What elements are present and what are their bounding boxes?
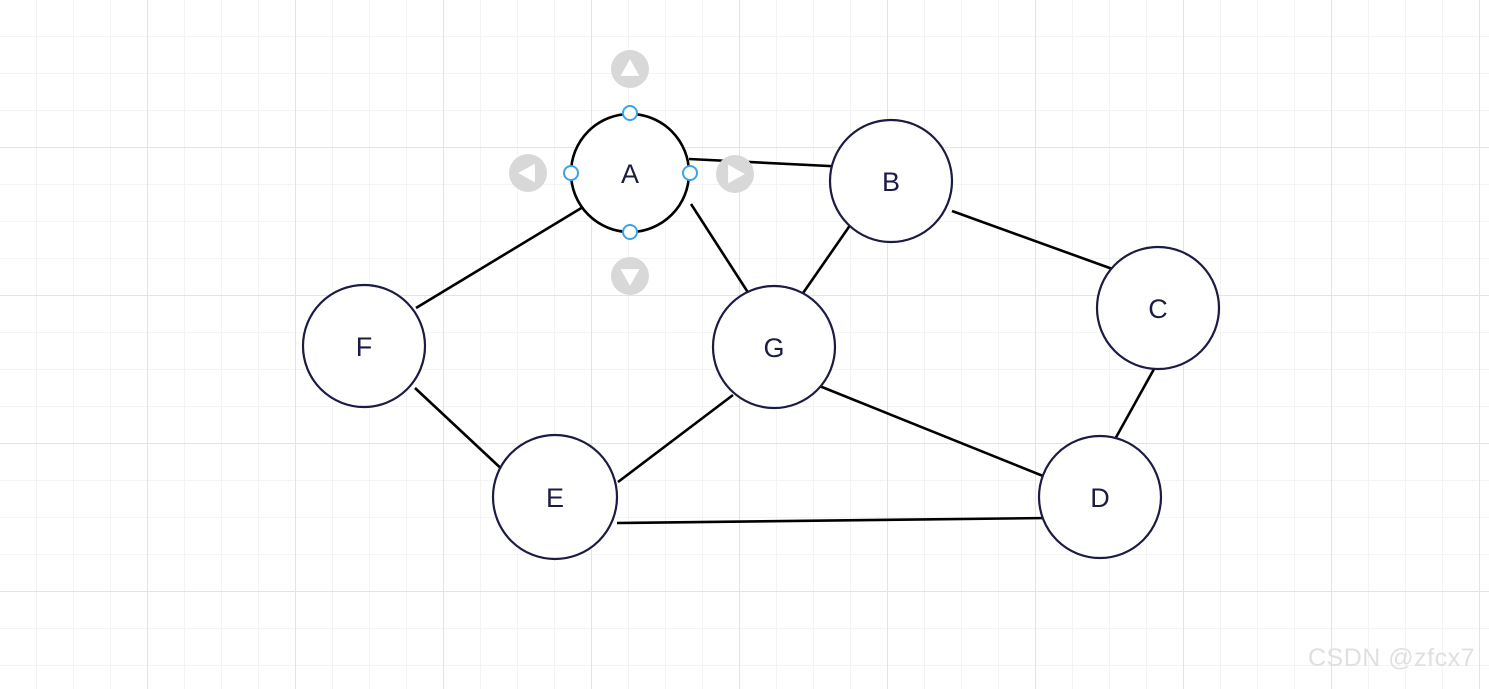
node-circle-f[interactable] (301, 283, 427, 409)
graph-node-c[interactable]: C (1095, 245, 1221, 371)
arrow-right-button[interactable] (716, 155, 754, 193)
graph-node-a[interactable]: A (569, 112, 691, 234)
handle-right[interactable] (682, 165, 698, 181)
node-label-a: A (621, 159, 639, 189)
handle-bottom[interactable] (622, 224, 638, 240)
triangle-left-icon (518, 163, 535, 183)
graph-edge-f-e[interactable] (414, 387, 508, 475)
graph-edge-a-g[interactable] (689, 203, 751, 295)
graph-edge-g-e[interactable] (617, 393, 734, 484)
graph-node-d[interactable]: D (1037, 434, 1163, 560)
selection-overlay[interactable] (509, 50, 754, 295)
node-label-b: B (882, 167, 900, 197)
graph-node-f[interactable]: F (301, 283, 427, 409)
node-label-c: C (1148, 294, 1168, 324)
arrow-up-button[interactable] (611, 50, 649, 88)
node-circle-g[interactable] (711, 284, 837, 410)
edges-layer (414, 157, 1156, 525)
node-label-e: E (546, 483, 564, 513)
triangle-right-icon (728, 164, 745, 184)
node-circle-d[interactable] (1037, 434, 1163, 560)
node-label-f: F (356, 332, 373, 362)
graph-edge-a-f[interactable] (415, 205, 584, 310)
triangle-down-icon (620, 269, 640, 286)
triangle-up-icon (620, 59, 640, 76)
node-label-g: G (763, 333, 784, 363)
nodes-layer[interactable]: A B C D E F G (301, 112, 1221, 561)
node-circle-e[interactable] (491, 433, 619, 561)
node-circle-c[interactable] (1095, 245, 1221, 371)
graph-node-e[interactable]: E (491, 433, 619, 561)
graph-node-b[interactable]: B (828, 118, 954, 244)
graph-edge-b-c[interactable] (951, 209, 1119, 273)
graph-edge-e-d[interactable] (616, 516, 1050, 525)
node-label-d: D (1090, 483, 1110, 513)
graph-node-g[interactable]: G (711, 284, 837, 410)
arrow-down-button[interactable] (611, 257, 649, 295)
arrow-left-button[interactable] (509, 154, 547, 192)
node-circle-b[interactable] (828, 118, 954, 244)
graph-edge-g-d[interactable] (811, 381, 1049, 480)
watermark: CSDN @zfcx7 (1307, 644, 1475, 672)
handle-top[interactable] (622, 105, 638, 121)
handle-left[interactable] (563, 165, 579, 181)
graph-edge-a-b[interactable] (688, 157, 850, 169)
